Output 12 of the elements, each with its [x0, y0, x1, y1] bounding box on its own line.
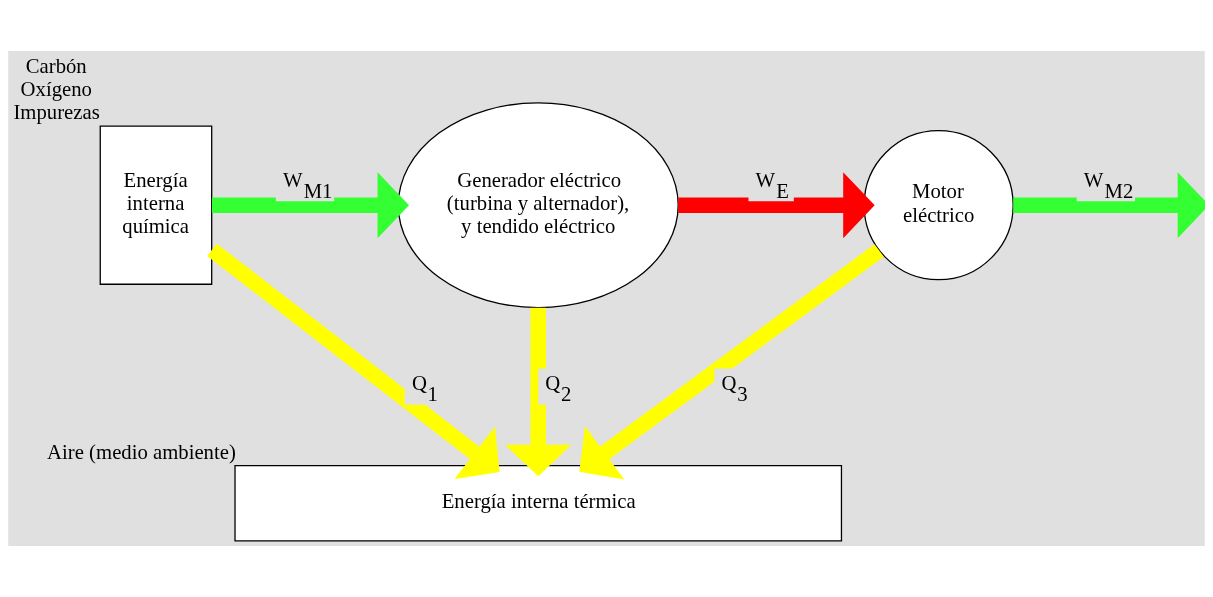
node-box: Energía interna térmica: [234, 465, 843, 542]
node-box: Energía interna química: [99, 125, 213, 285]
arrow: [505, 307, 572, 477]
node-label: Carbón Oxígeno Impurezas: [13, 54, 100, 124]
node-label: Aire (medio ambiente): [47, 440, 236, 463]
arrow: [1013, 172, 1205, 239]
arrow: [678, 172, 875, 239]
arrow: [579, 244, 884, 480]
arrow: [207, 243, 500, 479]
node-circle: Motor eléctrico: [863, 130, 1014, 281]
node-ellipse: Generador eléctrico (turbina y alternador), y tendido eléctrico: [397, 102, 679, 309]
arrow: [211, 172, 409, 239]
